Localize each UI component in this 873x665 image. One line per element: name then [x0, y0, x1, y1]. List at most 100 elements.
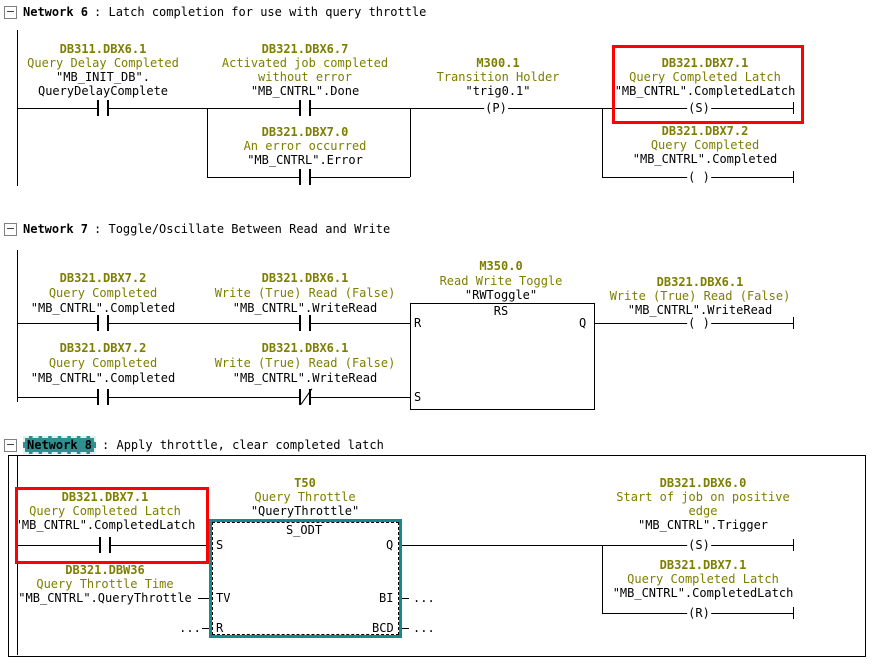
- network-7-label[interactable]: Network 7: [23, 222, 89, 236]
- operand-symbol: "MB_CNTRL".Completed: [632, 152, 778, 166]
- operand-symbol: "RWToggle": [464, 288, 538, 302]
- branch-line: [602, 545, 603, 613]
- block-output-q[interactable]: Q: [386, 538, 394, 552]
- contact-no[interactable]: [97, 100, 109, 116]
- operand-address: DB321.DBX6.0: [659, 476, 747, 490]
- operand-address: DB321.DBX7.0: [261, 125, 349, 139]
- network-7-header: Network 7 : Toggle/Oscillate Between Rea…: [4, 222, 390, 236]
- operand-symbol: QueryDelayComplete: [37, 84, 169, 98]
- coil-output[interactable]: ( ): [687, 316, 711, 330]
- block-input-s[interactable]: S: [414, 390, 422, 404]
- rung-line: [397, 545, 793, 546]
- block-input-r[interactable]: R: [414, 316, 422, 330]
- operand-symbol: "trig0.1": [465, 84, 531, 98]
- terminal-tick: [793, 102, 794, 114]
- contact-no[interactable]: [99, 537, 111, 553]
- coil-output[interactable]: ( ): [687, 170, 711, 184]
- wire-line: [397, 598, 409, 599]
- operand-address: DB321.DBW36: [65, 563, 145, 577]
- network-7-title[interactable]: : Toggle/Oscillate Between Read and Writ…: [94, 222, 391, 236]
- operand-symbol: "QueryThrottle": [250, 504, 360, 518]
- rs-flipflop-block[interactable]: [410, 303, 595, 410]
- operand-comment: Read Write Toggle: [439, 274, 563, 288]
- block-output-bcd[interactable]: BCD: [372, 621, 394, 635]
- operand-comment: Query Throttle: [254, 490, 356, 504]
- operand-comment: edge: [688, 504, 718, 518]
- operand-comment: Query Completed: [48, 286, 158, 300]
- contact-no[interactable]: [299, 315, 311, 331]
- coil-set[interactable]: (S): [687, 101, 711, 115]
- operand-address: M300.1: [476, 56, 520, 70]
- operand-symbol: "MB_CNTRL".CompletedLatch: [612, 586, 794, 600]
- terminal-tick: [793, 317, 794, 329]
- contact-no[interactable]: [97, 389, 109, 405]
- rung-line: [17, 108, 793, 109]
- block-input-r[interactable]: R: [216, 621, 224, 635]
- contact-no[interactable]: [299, 169, 311, 185]
- operand-address: M350.0: [479, 259, 523, 273]
- collapse-icon[interactable]: [4, 438, 17, 452]
- operand-comment: Query Throttle Time: [36, 577, 174, 591]
- power-rail: [17, 250, 18, 402]
- operand-comment: Start of job on positive: [616, 490, 790, 504]
- operand-comment: Query Completed Latch: [29, 504, 181, 518]
- block-output-bi[interactable]: BI: [379, 591, 394, 605]
- operand-address: DB321.DBX7.1: [659, 558, 747, 572]
- operand-address: DB321.DBX7.1: [661, 56, 749, 70]
- network-6-title[interactable]: : Latch completion for use with query th…: [94, 5, 427, 19]
- operand-symbol: "MB_CNTRL".WriteRead: [232, 371, 378, 385]
- coil-positive-edge[interactable]: (P): [484, 101, 508, 115]
- contact-nc[interactable]: [299, 389, 311, 405]
- contact-no[interactable]: [97, 315, 109, 331]
- operand-address: DB321.DBX6.1: [261, 341, 349, 355]
- operand-comment: Query Completed Latch: [629, 70, 781, 84]
- operand-symbol: "MB_CNTRL".WriteRead: [627, 303, 773, 317]
- network-8-title[interactable]: : Apply throttle, clear completed latch: [102, 438, 384, 452]
- operand-address: DB321.DBX7.2: [59, 271, 147, 285]
- coil-reset[interactable]: (R): [687, 606, 711, 620]
- operand-comment: Write (True) Read (False): [214, 286, 396, 300]
- operand-symbol: "MB_CNTRL".Completed: [30, 301, 176, 315]
- network-6-label[interactable]: Network 6: [23, 5, 89, 19]
- block-type-label: S_ODT: [285, 523, 323, 537]
- branch-line: [410, 108, 411, 177]
- terminal-tick: [793, 607, 794, 619]
- network-8-label-selected[interactable]: Network 8: [23, 436, 97, 454]
- block-input-tv[interactable]: TV: [216, 591, 231, 605]
- operand-comment: Query Completed: [650, 138, 760, 152]
- block-output-q[interactable]: Q: [579, 316, 587, 330]
- operand-address: DB321.DBX7.1: [61, 490, 149, 504]
- coil-set[interactable]: (S): [687, 538, 711, 552]
- operand-comment: An error occurred: [243, 139, 367, 153]
- branch-line: [602, 108, 603, 177]
- operand-symbol: "MB_CNTRL".QueryThrottle: [18, 591, 192, 605]
- network-selection-frame: [8, 455, 866, 657]
- collapse-icon[interactable]: [4, 222, 17, 236]
- network-6-header: Network 6 : Latch completion for use wit…: [4, 5, 426, 19]
- unconnected-param[interactable]: ...: [413, 621, 435, 635]
- operand-address: DB311.DBX6.1: [59, 42, 147, 56]
- block-input-s[interactable]: S: [216, 538, 224, 552]
- terminal-tick: [793, 171, 794, 183]
- operand-comment: Query Completed: [48, 356, 158, 370]
- operand-symbol: "MB_CNTRL".CompletedLatch: [14, 518, 196, 532]
- operand-symbol: "MB_CNTRL".Done: [250, 84, 360, 98]
- contact-no[interactable]: [299, 100, 311, 116]
- rung-line: [17, 323, 410, 324]
- network-8-header: Network 8 : Apply throttle, clear comple…: [4, 436, 384, 454]
- timer-block-selected[interactable]: [209, 519, 402, 638]
- unconnected-param[interactable]: ...: [413, 591, 435, 605]
- operand-address: DB321.DBX7.2: [661, 124, 749, 138]
- collapse-icon[interactable]: [4, 5, 17, 19]
- operand-address: DB321.DBX6.1: [656, 275, 744, 289]
- highlight-box: [612, 45, 804, 124]
- unconnected-param[interactable]: ...: [179, 621, 201, 635]
- operand-address: T50: [294, 476, 316, 490]
- operand-symbol: "MB_CNTRL".WriteRead: [232, 301, 378, 315]
- operand-address: DB321.DBX6.7: [261, 42, 349, 56]
- operand-symbol: "MB_CNTRL".Error: [247, 153, 363, 167]
- wire-line: [202, 628, 212, 629]
- operand-comment: without error: [258, 70, 352, 84]
- wire-line: [397, 628, 409, 629]
